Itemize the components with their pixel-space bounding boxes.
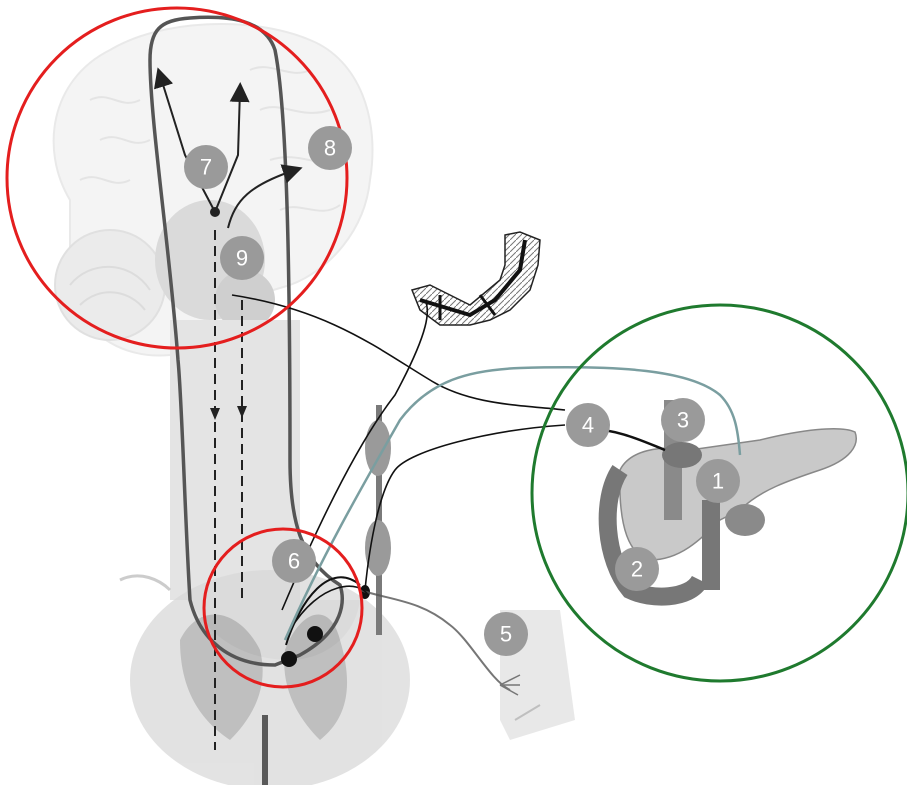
marker-9-label: 9 [236, 246, 248, 271]
marker-3-label: 3 [677, 408, 689, 433]
colon-illustration [412, 232, 540, 325]
marker-5: 5 [484, 612, 528, 656]
marker-9: 9 [220, 236, 264, 280]
marker-1: 1 [696, 459, 740, 503]
marker-8-label: 8 [324, 136, 336, 161]
marker-4-label: 4 [582, 413, 594, 438]
marker-4: 4 [566, 403, 610, 447]
brain-illustration [54, 24, 373, 356]
marker-1-label: 1 [712, 469, 724, 494]
marker-5-label: 5 [500, 622, 512, 647]
spinal-cross-section [120, 570, 410, 785]
marker-2: 2 [615, 547, 659, 591]
marker-3: 3 [661, 398, 705, 442]
marker-7-label: 7 [200, 155, 212, 180]
marker-2-label: 2 [631, 557, 643, 582]
marker-8: 8 [308, 126, 352, 170]
marker-6: 6 [272, 539, 316, 583]
marker-7: 7 [184, 145, 228, 189]
marker-6-label: 6 [288, 549, 300, 574]
